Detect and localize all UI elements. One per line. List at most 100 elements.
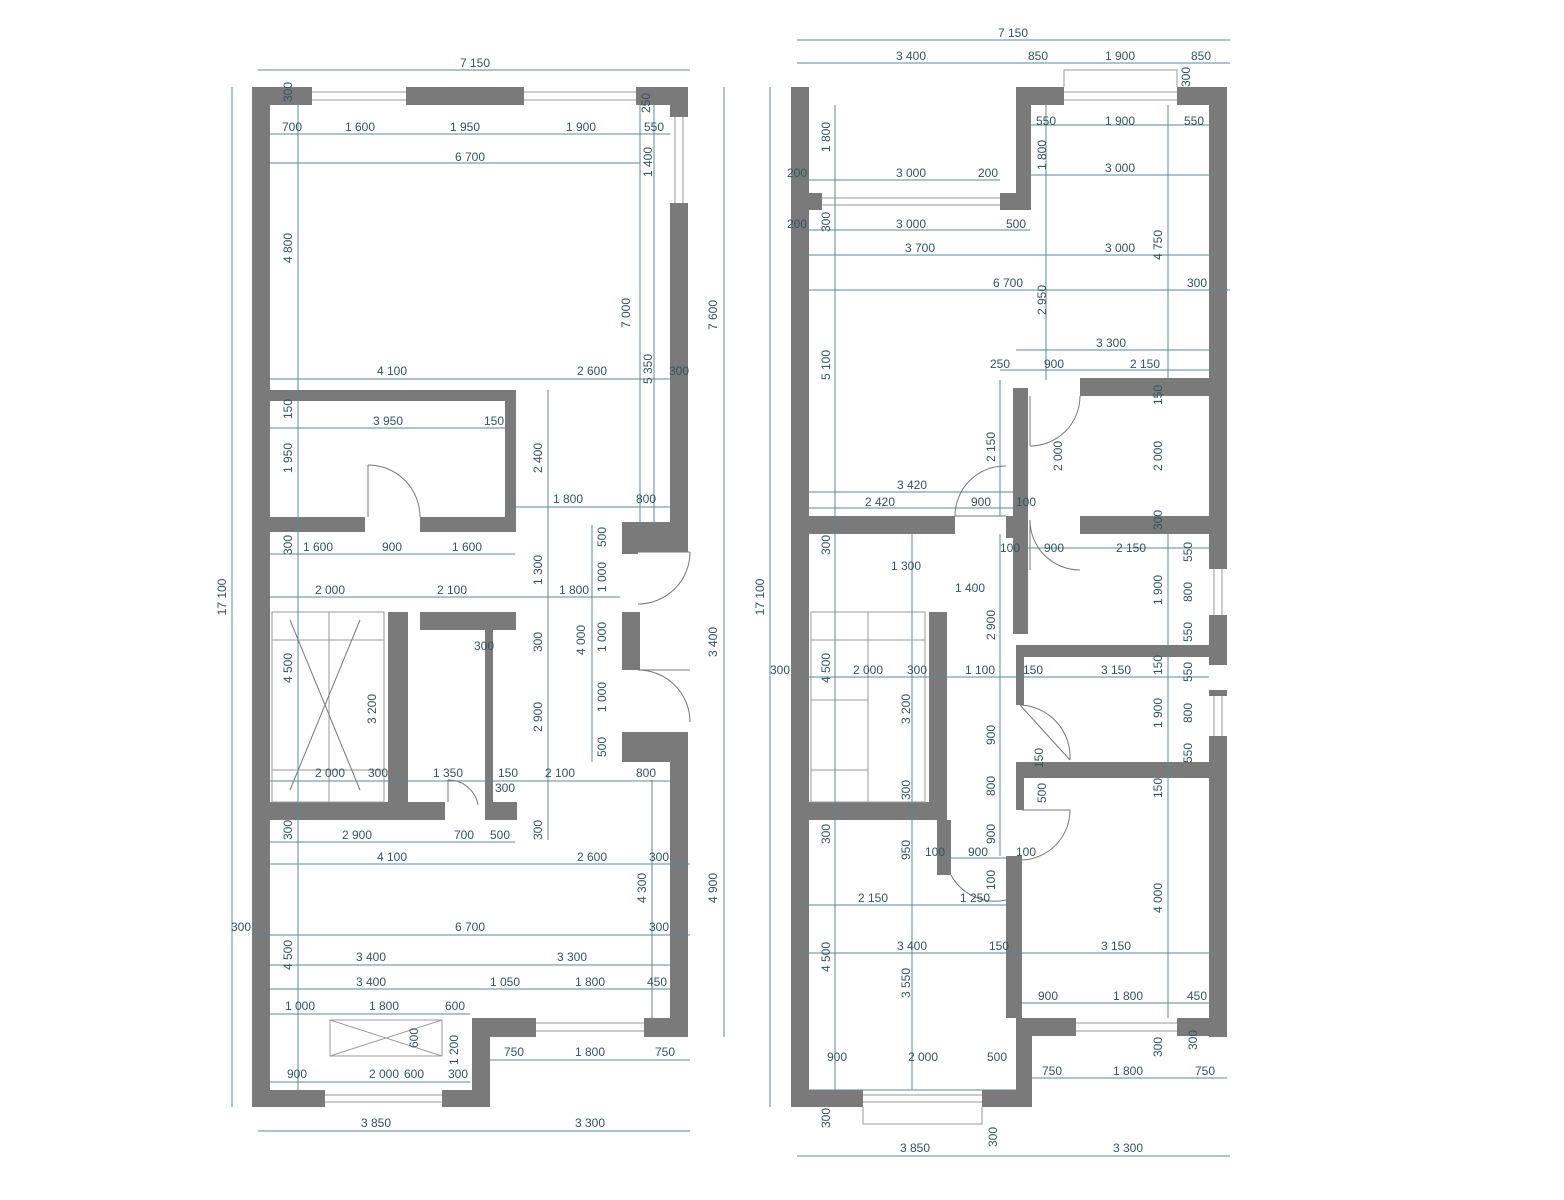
dim-label: 300	[669, 364, 689, 378]
dim-label: 2 950	[1035, 285, 1049, 315]
dim-label: 2 150	[1116, 541, 1146, 555]
dim-label: 700	[282, 120, 302, 134]
dim-label: 250	[639, 93, 653, 113]
dim-label: 1 900	[1105, 114, 1135, 128]
dim-label: 1 800	[1113, 989, 1143, 1003]
dim-label: 150	[1032, 748, 1046, 768]
dim-label: 2 100	[545, 766, 575, 780]
left-stair	[271, 611, 443, 1057]
dim-label: 300	[495, 781, 515, 795]
dim-label: 4 000	[1151, 883, 1165, 913]
dim-label: 1 900	[566, 120, 596, 134]
dim-label: 1 600	[345, 120, 375, 134]
dim-label: 800	[1181, 582, 1195, 602]
dim-label: 600	[407, 1028, 421, 1048]
dim-label: 550	[644, 120, 664, 134]
dim-label: 6 700	[455, 150, 485, 164]
dim-label: 300	[770, 663, 790, 677]
dim-label: 300	[281, 535, 295, 555]
dim-label: 750	[1042, 1064, 1062, 1078]
dim-label: 6 700	[455, 920, 485, 934]
dim-label: 2 600	[577, 364, 607, 378]
dim-label: 300	[649, 920, 669, 934]
dim-label: 1 000	[285, 999, 315, 1013]
dim-label: 100	[925, 845, 945, 859]
dim-label: 800	[1181, 703, 1195, 723]
right-floor-plan: 7 150 3 400 850 1 900 850 300 1 800 550 …	[753, 26, 1230, 1157]
dim-label: 600	[404, 1067, 424, 1081]
dim-label: 3 420	[897, 478, 927, 492]
right-stair	[810, 611, 926, 803]
dim-label: 3 000	[1105, 161, 1135, 175]
dim-label: 200	[787, 166, 807, 180]
dim-label: 300	[1151, 1037, 1165, 1057]
dim-label: 850	[1191, 49, 1211, 63]
dim-label: 3 850	[361, 1116, 391, 1130]
dim-label: 2 000	[369, 1067, 399, 1081]
dim-label: 1 800	[819, 122, 833, 152]
dim-label: 1 900	[1151, 575, 1165, 605]
dim-label: 2 900	[984, 610, 998, 640]
dim-label: 1 400	[955, 581, 985, 595]
dim-label: 3 300	[575, 1116, 605, 1130]
dim-label: 500	[595, 737, 609, 757]
dim-label: 800	[636, 766, 656, 780]
dim-label: 2 150	[1130, 357, 1160, 371]
dim-label: 900	[1044, 357, 1064, 371]
dim-label: 7 000	[619, 298, 633, 328]
dim-label: 150	[1023, 663, 1043, 677]
dim-label: 900	[971, 495, 991, 509]
dim-label: 2 150	[984, 432, 998, 462]
dim-label: 300	[819, 824, 833, 844]
dim-label: 7 150	[460, 56, 490, 70]
dim-label: 3 400	[356, 975, 386, 989]
dim-label: 300	[1151, 510, 1165, 530]
dim-label: 500	[987, 1050, 1007, 1064]
dim-label: 4 500	[819, 653, 833, 683]
dim-label: 900	[984, 824, 998, 844]
right-dimension-lines	[769, 39, 1230, 1157]
dim-label: 1 800	[369, 999, 399, 1013]
dim-label: 3 400	[706, 627, 720, 657]
dim-label: 300	[1186, 1030, 1200, 1050]
dim-label: 300	[281, 820, 295, 840]
dim-label: 1 000	[595, 562, 609, 592]
dim-label: 2 000	[853, 663, 883, 677]
dim-label: 900	[287, 1067, 307, 1081]
left-walls	[252, 87, 688, 1107]
dim-label: 900	[382, 540, 402, 554]
dim-label: 550	[1181, 662, 1195, 682]
dim-label: 900	[984, 725, 998, 745]
dim-label: 100	[1016, 845, 1036, 859]
dim-label: 500	[1035, 783, 1049, 803]
dim-label: 1 900	[1151, 698, 1165, 728]
dim-label: 3 000	[896, 166, 926, 180]
dim-label: 300	[819, 212, 833, 232]
dim-label: 4 900	[706, 873, 720, 903]
dim-label: 7 600	[706, 300, 720, 330]
dim-label: 1 100	[965, 663, 995, 677]
dim-label: 4 750	[1151, 230, 1165, 260]
dim-label: 1 800	[1035, 140, 1049, 170]
dim-label: 450	[647, 975, 667, 989]
dim-label: 300	[281, 82, 295, 102]
dim-label: 4 500	[819, 942, 833, 972]
dim-label: 1 800	[575, 1045, 605, 1059]
right-windows	[822, 69, 1223, 1125]
dim-label: 3 150	[1101, 663, 1131, 677]
dim-label: 550	[1181, 622, 1195, 642]
dim-label: 550	[1184, 114, 1204, 128]
dim-label: 950	[899, 840, 913, 860]
dim-label: 4 100	[377, 364, 407, 378]
dim-label: 550	[1181, 743, 1195, 763]
dim-label: 3 200	[365, 694, 379, 724]
dim-label: 500	[595, 527, 609, 547]
dim-label: 6 700	[993, 276, 1023, 290]
dim-label: 100	[1016, 495, 1036, 509]
dim-label: 300	[899, 780, 913, 800]
dim-label: 17 100	[215, 578, 229, 615]
dim-label: 2 600	[577, 850, 607, 864]
dim-label: 2 000	[908, 1050, 938, 1064]
dim-label: 100	[1000, 541, 1020, 555]
dim-label: 150	[281, 399, 295, 419]
